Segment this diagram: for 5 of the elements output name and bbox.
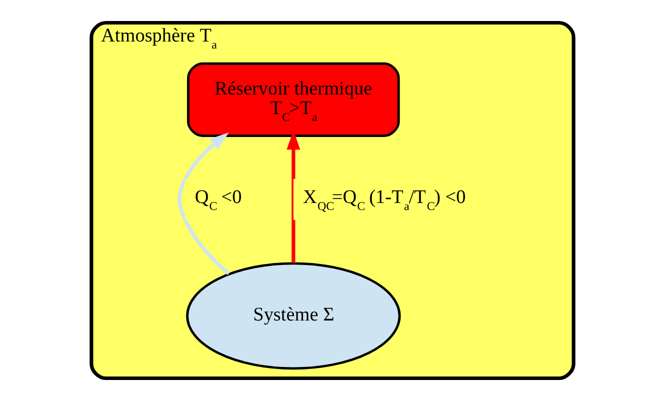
node-ellipse: Système Σ xyxy=(186,262,400,370)
edge-label: X$_{QC}$=Q$_{C}$ (1-T$_{a}$/T$_{C}$) <0 xyxy=(302,186,466,213)
node-box: Réservoir thermique T$_{C}$>T$_{a}$ xyxy=(186,62,400,137)
edge-label: Q$_{C}$ <0 xyxy=(194,186,242,213)
arrow xyxy=(177,132,230,275)
